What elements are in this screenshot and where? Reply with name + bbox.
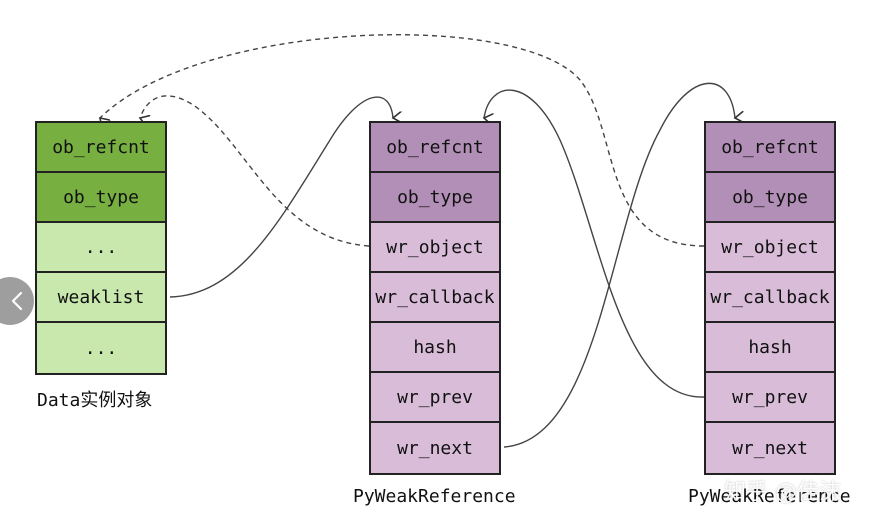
arrow-ref2-prev-to-ref1 [484, 89, 705, 398]
ref2-field-hash: hash [706, 323, 834, 373]
ref1-field-wr-callback: wr_callback [371, 273, 499, 323]
ref2-field-wr-next: wr_next [706, 423, 834, 473]
arrow-weaklist-to-ref1 [169, 96, 393, 298]
ref1-field-hash: hash [371, 323, 499, 373]
data-field-ob-type: ob_type [37, 173, 165, 223]
data-field-weaklist: weaklist [37, 273, 165, 323]
watermark: 知乎 @佳沫 [724, 480, 841, 505]
data-field-ellipsis-2: ... [37, 323, 165, 373]
ref1-field-ob-type: ob_type [371, 173, 499, 223]
data-instance-struct: ob_refcnt ob_type ... weaklist ... [35, 121, 167, 375]
ref2-field-wr-prev: wr_prev [706, 373, 834, 423]
weakref-1-struct: ob_refcnt ob_type wr_object wr_callback … [369, 121, 501, 475]
ref1-field-wr-next: wr_next [371, 423, 499, 473]
ref1-field-ob-refcnt: ob_refcnt [371, 123, 499, 173]
ref1-field-wr-prev: wr_prev [371, 373, 499, 423]
weakref-1-caption: PyWeakReference [353, 486, 516, 507]
arrow-ref1-object-to-data [140, 95, 370, 247]
weakref-2-caption: PyWeakReference [688, 486, 851, 507]
data-instance-caption: Data实例对象 [37, 390, 153, 411]
arrow-ref1-next-to-ref2 [503, 82, 735, 448]
ref2-field-wr-object: wr_object [706, 223, 834, 273]
chevron-left-icon [11, 291, 23, 311]
ref1-field-wr-object: wr_object [371, 223, 499, 273]
ref2-field-ob-refcnt: ob_refcnt [706, 123, 834, 173]
weakref-2-struct: ob_refcnt ob_type wr_object wr_callback … [704, 121, 836, 475]
ref2-field-ob-type: ob_type [706, 173, 834, 223]
data-field-ellipsis-1: ... [37, 223, 165, 273]
ref2-field-wr-callback: wr_callback [706, 273, 834, 323]
data-field-ob-refcnt: ob_refcnt [37, 123, 165, 173]
arrow-ref2-object-to-data [100, 34, 705, 247]
